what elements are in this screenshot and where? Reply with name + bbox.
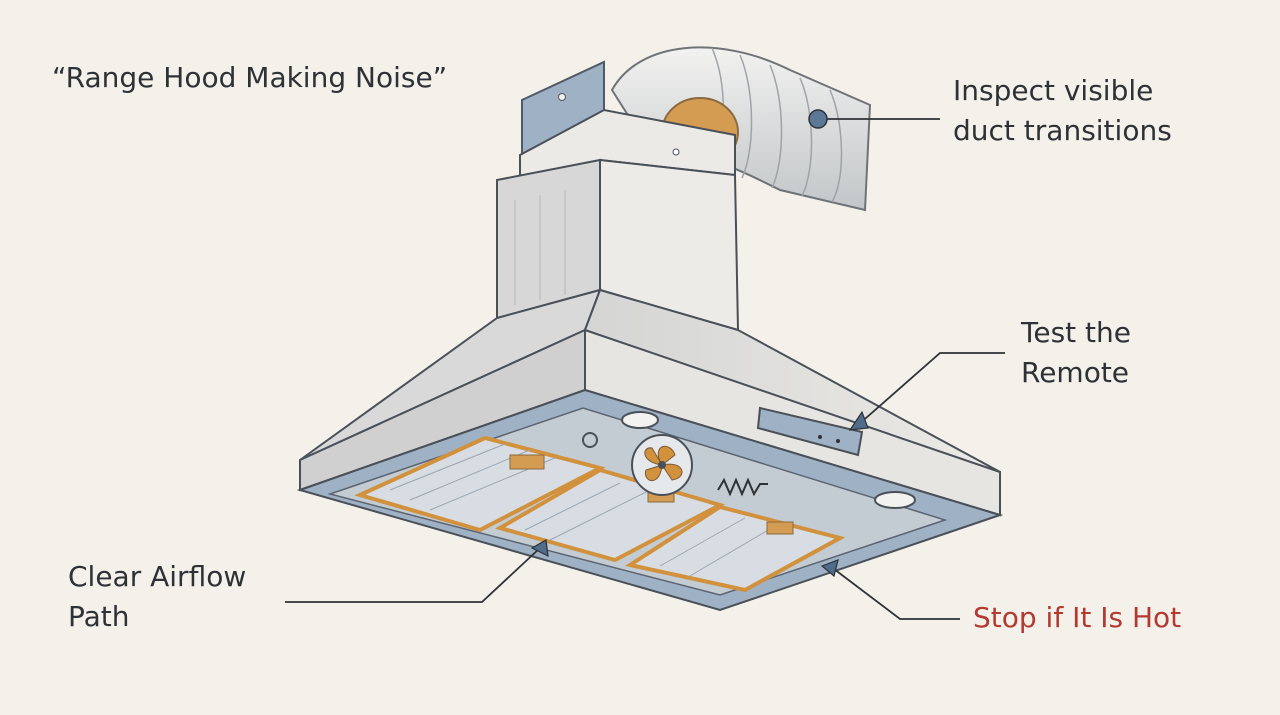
callout-remote-line2: Remote [1021, 356, 1130, 389]
fan-icon [631, 434, 693, 496]
callout-line-hot [829, 565, 960, 620]
callout-label-hot: Stop if It Is Hot [973, 601, 1182, 634]
light-icon-right [874, 491, 916, 509]
remote-panel-icon [756, 406, 864, 457]
callout-arrow-hot [820, 559, 839, 578]
callout-remote-line1: Test the [1021, 316, 1131, 349]
resistor-noise-icon [717, 477, 768, 497]
callout-arrow-remote [848, 410, 869, 431]
light-icon [621, 411, 659, 429]
callout-markers [530, 109, 869, 578]
callout-duct-line2: duct transitions [953, 114, 1172, 147]
callout-airflow-line1: Clear Airflow [68, 560, 247, 593]
callout-label-remote: Test the Remote [1021, 313, 1131, 393]
callout-line-remote [857, 352, 1005, 426]
callout-dot-duct [808, 109, 828, 129]
chimney [496, 158, 740, 332]
callout-airflow-line2: Path [68, 600, 130, 633]
callout-duct-line1: Inspect visible [953, 74, 1154, 107]
sound-swirl-icon [582, 432, 598, 448]
callout-arrow-airflow [530, 539, 549, 558]
callout-lines [285, 118, 1005, 620]
callout-line-airflow [285, 547, 541, 603]
diagram-title: “Range Hood Making Noise” [52, 61, 448, 94]
callout-label-duct: Inspect visible duct transitions [953, 71, 1172, 151]
callout-label-airflow: Clear Airflow Path [68, 557, 246, 637]
